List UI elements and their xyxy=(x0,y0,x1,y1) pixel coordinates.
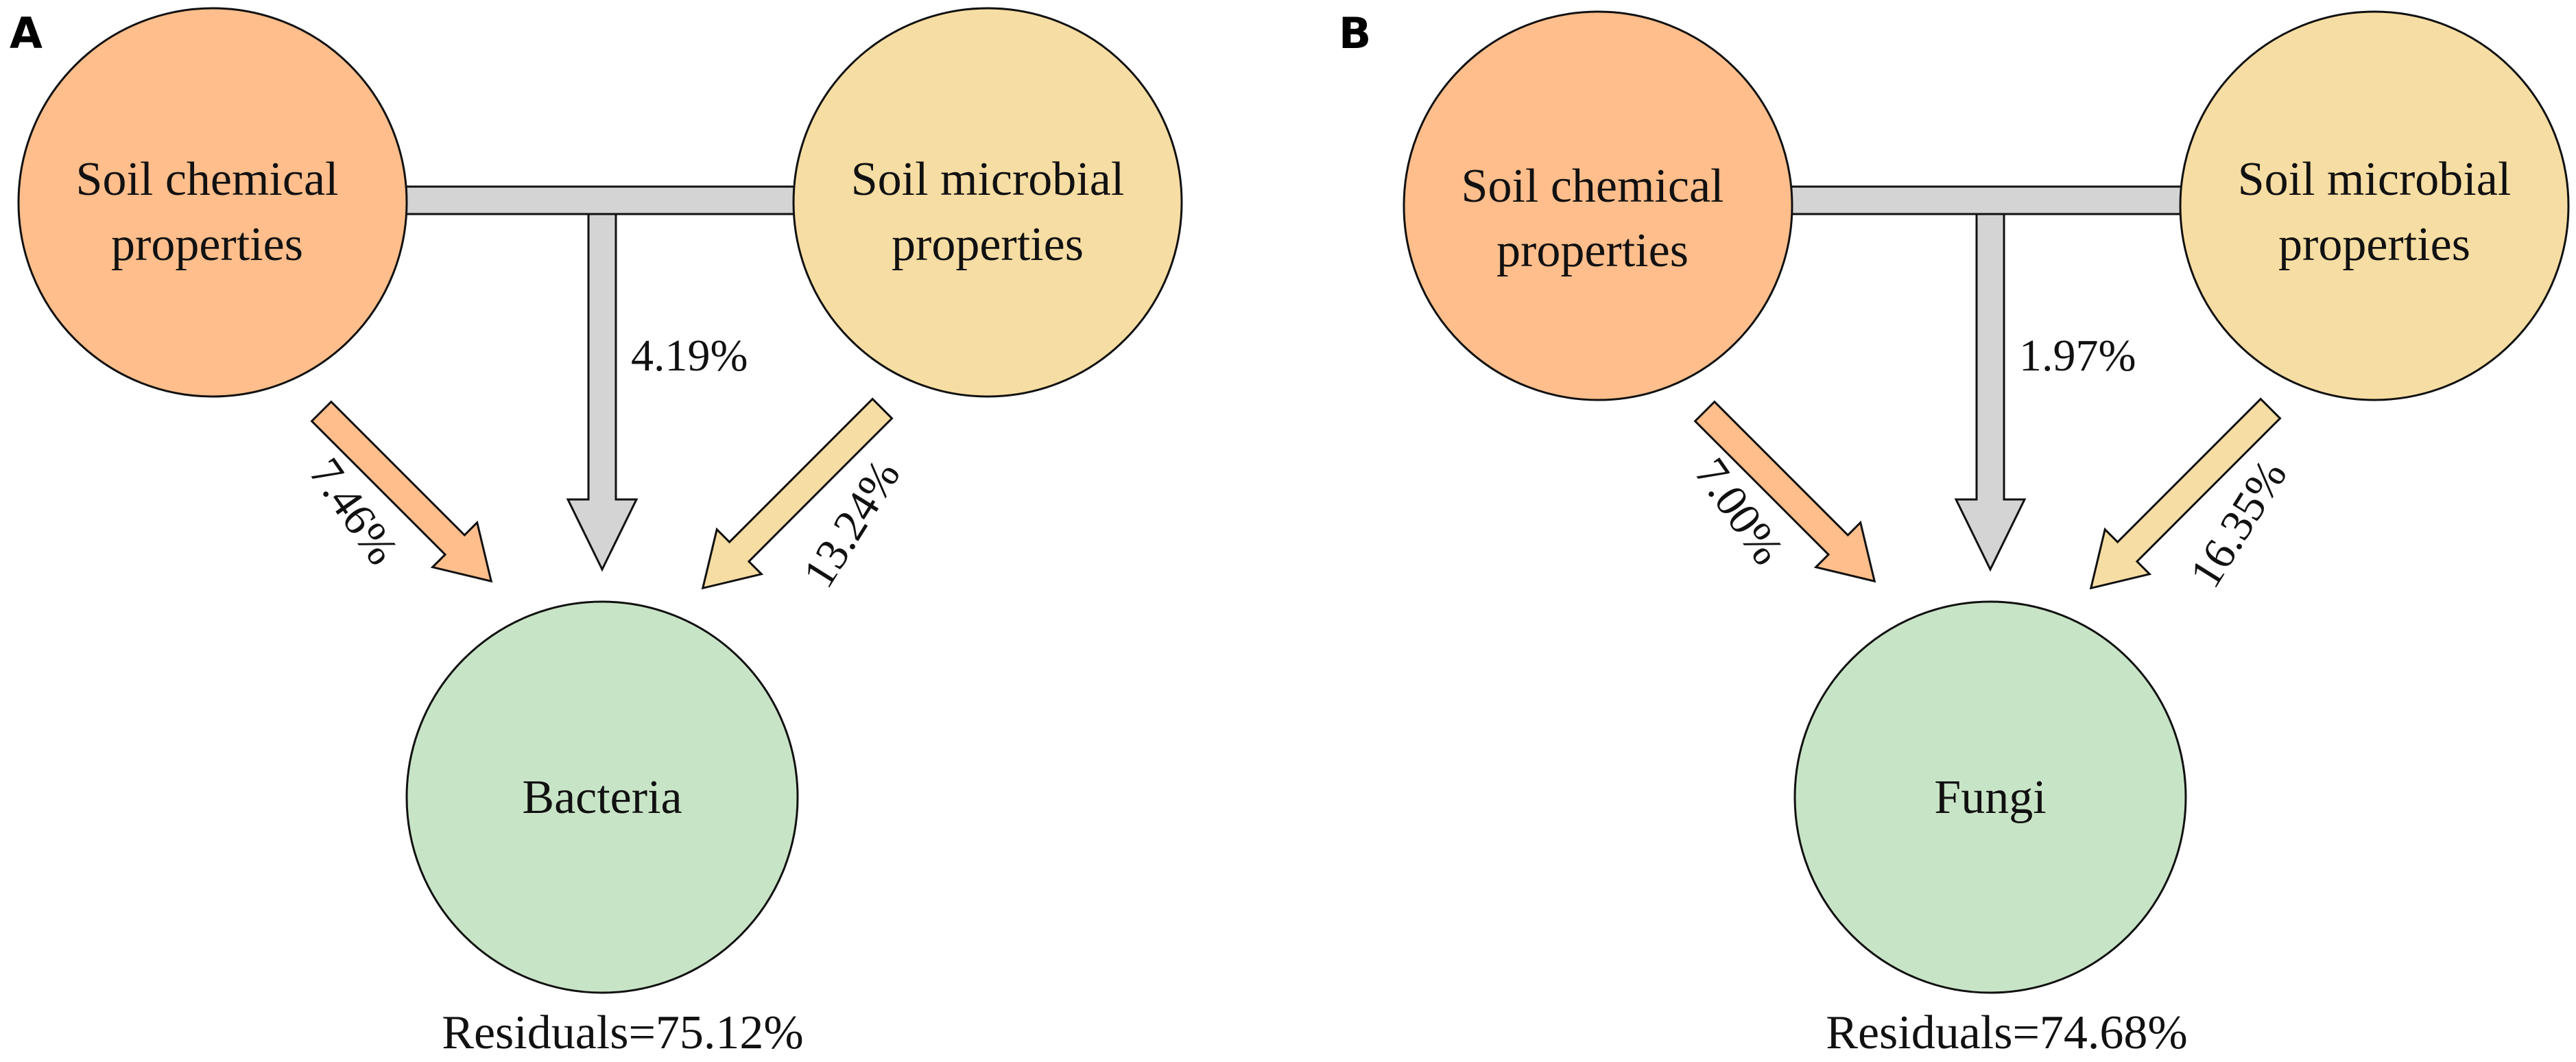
panel-b-residuals: Residuals=74.68% xyxy=(1826,1006,2188,1059)
panel-b-target-node xyxy=(1793,600,2187,994)
panel-a-shared-arrow xyxy=(566,213,639,572)
panel-b-microbial-label-line1: Soil microbial xyxy=(2238,153,2512,206)
panel-b-target-label: Fungi xyxy=(1934,771,2046,824)
panel-b-shared-arrow xyxy=(1954,213,2027,572)
panel-b-microbial-arrow xyxy=(2089,397,2282,590)
panel-a-chemical-label-line1: Soil chemical xyxy=(76,153,339,206)
panel-a-microbial-label-line2: properties xyxy=(892,218,1084,271)
panel-b-shared-pct: 1.97% xyxy=(2019,331,2136,381)
panel-a-target-label: Bacteria xyxy=(522,771,682,824)
panel-a-microbial-label-line1: Soil microbial xyxy=(851,153,1125,206)
panel-a-shared-pct: 4.19% xyxy=(631,331,748,381)
panel-b-chemical-arrow xyxy=(1693,400,1876,583)
panel-b: B Soil chemical properties Soil microbia… xyxy=(1339,8,2570,1059)
panel-b-microbial-node xyxy=(2179,10,2570,401)
panel-a-letter: A xyxy=(10,8,43,58)
panel-a-chemical-node xyxy=(17,7,408,398)
panel-b-chemical-label-line1: Soil chemical xyxy=(1462,160,1724,213)
panel-b-letter: B xyxy=(1339,8,1371,58)
panel-b-chemical-node xyxy=(1403,10,1793,401)
panel-b-chemical-label-line2: properties xyxy=(1496,224,1689,277)
panel-a-target-node xyxy=(405,600,799,994)
panel-b-microbial-label-line2: properties xyxy=(2278,218,2470,271)
panel-a: A Soil chemical properties Soil microbia… xyxy=(10,7,1183,1059)
panel-b-connector-bar xyxy=(1782,185,2196,215)
panel-a-residuals: Residuals=75.12% xyxy=(442,1006,804,1059)
panel-a-chemical-arrow xyxy=(310,400,493,583)
panel-a-chemical-label-line2: properties xyxy=(111,218,303,271)
panel-a-connector-bar xyxy=(396,185,800,215)
panel-a-microbial-node xyxy=(792,7,1183,398)
panel-a-microbial-arrow xyxy=(701,397,894,590)
